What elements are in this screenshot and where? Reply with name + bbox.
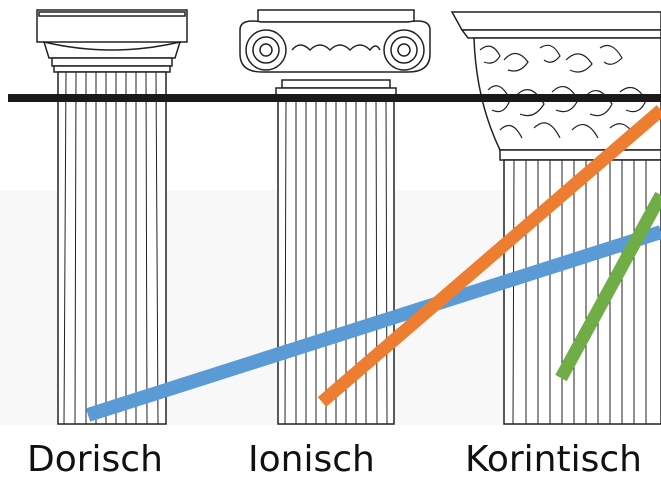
green-line [555,191,661,382]
horizontal-divider-line [8,94,661,102]
caption-korintisch: Korintisch [465,439,642,480]
blue-line [85,225,661,422]
caption-dorisch: Dorisch [27,439,163,480]
doric-column-drawing [36,9,188,425]
ionic-column-drawing [239,9,431,425]
orange-line [317,105,661,407]
caption-ionisch: Ionisch [248,439,375,480]
